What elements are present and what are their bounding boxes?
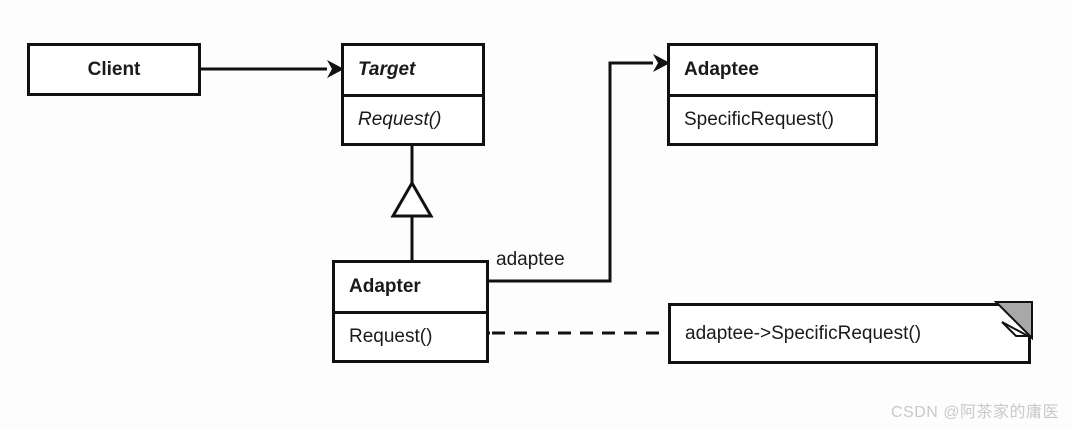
class-name-adaptee: Adaptee bbox=[684, 59, 759, 81]
watermark-text: CSDN @阿茶家的庸医 bbox=[890, 404, 1059, 421]
note-box[interactable]: adaptee->SpecificRequest() bbox=[668, 303, 1031, 364]
class-member-target-request: Request() bbox=[344, 94, 482, 143]
class-box-adapter[interactable]: Adapter Request() bbox=[332, 260, 489, 363]
class-name-adapter: Adapter bbox=[349, 276, 421, 298]
class-box-adaptee[interactable]: Adaptee SpecificRequest() bbox=[667, 43, 878, 146]
hollow-triangle-icon bbox=[390, 179, 434, 218]
class-box-target[interactable]: Target Request() bbox=[341, 43, 485, 146]
edge-adapter-to-adaptee bbox=[489, 54, 670, 283]
edge-adapter-to-target bbox=[390, 146, 434, 261]
class-member-adapter-request: Request() bbox=[335, 311, 486, 360]
note-text: adaptee->SpecificRequest() bbox=[685, 322, 922, 344]
edge-label-adaptee: adaptee bbox=[496, 249, 565, 270]
class-member-adaptee-specificrequest: SpecificRequest() bbox=[670, 94, 875, 143]
class-name-client: Client bbox=[87, 58, 141, 80]
class-name-target: Target bbox=[358, 59, 416, 81]
class-box-client[interactable]: Client bbox=[27, 43, 201, 96]
edge-client-to-target bbox=[201, 60, 344, 78]
